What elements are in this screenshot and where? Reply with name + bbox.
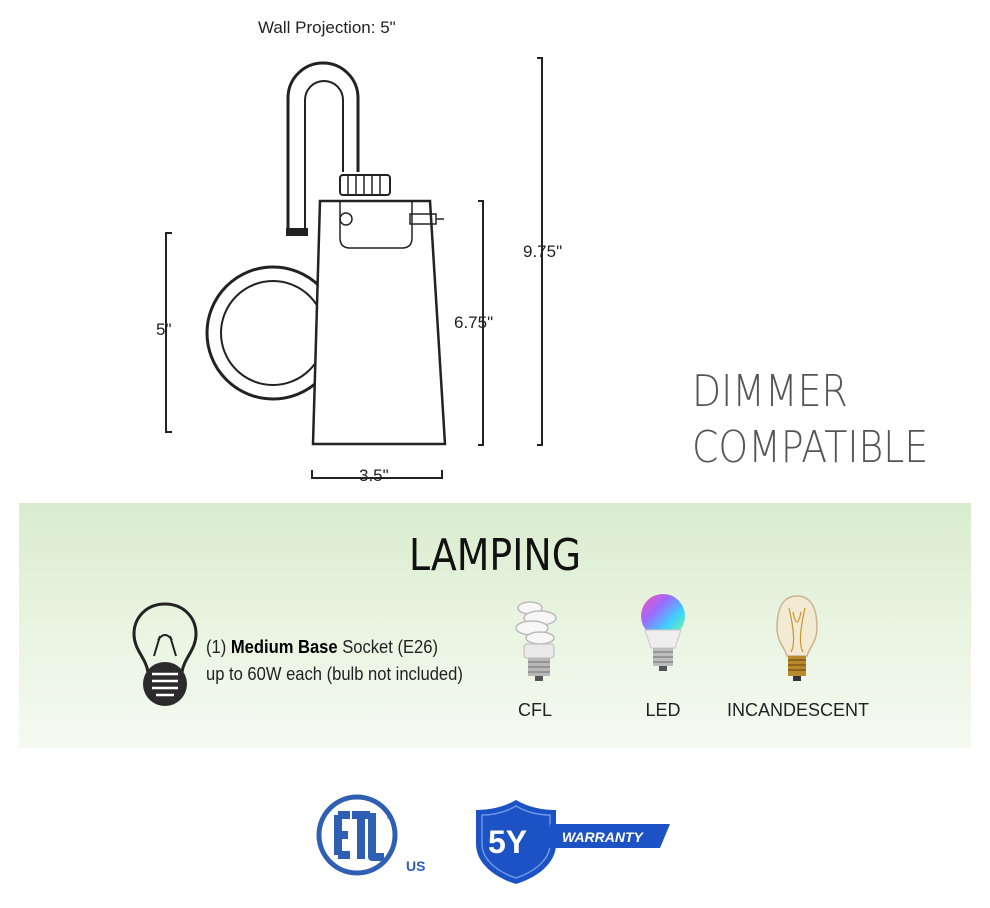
svg-text:c: c <box>387 815 390 821</box>
bulb-label-incandescent: INCANDESCENT <box>727 700 870 720</box>
socket-type: Socket (E26) <box>342 637 438 657</box>
shade-width-label: 3.5" <box>359 466 389 485</box>
socket-description: (1) Medium Base Socket (E26) up to 60W e… <box>206 634 463 688</box>
dimmer-compatible-text: DIMMER COMPATIBLE <box>692 364 941 476</box>
incandescent-bulb-icon <box>776 595 818 681</box>
etl-us-suffix: US <box>406 858 425 874</box>
led-bulb-icon <box>641 594 685 671</box>
socket-base-type: Medium Base <box>230 637 338 657</box>
backplate-height-label: 5" <box>156 320 172 339</box>
socket-wattage: up to 60W each (bulb not included) <box>206 664 463 684</box>
etl-certification-logo: US c <box>316 794 425 876</box>
dimmer-line-2: COMPATIBLE <box>692 422 929 473</box>
lightbulb-icon <box>132 602 198 706</box>
bulb-label-cfl: CFL <box>517 700 552 720</box>
lamping-title: LAMPING <box>408 530 582 581</box>
warranty-text: WARRANTY <box>562 829 645 845</box>
socket-quantity: (1) <box>206 637 227 657</box>
bulb-label-led: LED <box>645 700 681 720</box>
dimmer-line-1: DIMMER <box>692 366 848 417</box>
fixture-diagram <box>165 57 543 479</box>
cfl-bulb-icon <box>515 601 557 681</box>
warranty-badge: 5Y WARRANTY <box>476 800 670 884</box>
warranty-years: 5Y <box>488 824 527 860</box>
wall-projection-label: Wall Projection: 5" <box>258 18 396 37</box>
